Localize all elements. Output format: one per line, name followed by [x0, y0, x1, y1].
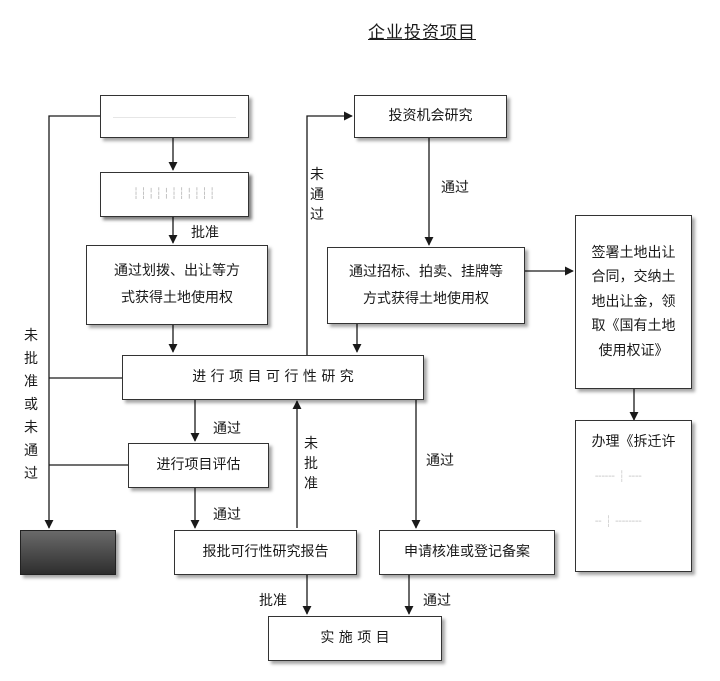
- label-passed-right: 通过: [426, 453, 454, 469]
- allocate-land-box: 通过划拨、出让等方 式获得土地使用权: [86, 245, 268, 325]
- project-evaluation-text: 进行项目评估: [156, 457, 241, 474]
- allocate-land-text: 通过划拨、出让等方 式获得土地使用权: [114, 263, 240, 306]
- investment-research-box: 投资机会研究: [354, 95, 507, 138]
- unclear-second-box: ┆┆╎┆╎┆┆╎┆┆┆: [100, 172, 249, 217]
- demolition-permit-text: 办理《拆迁许: [591, 434, 676, 450]
- arrow-left-loop: [44, 115, 100, 529]
- approval-report-box: 报批可行性研究报告: [174, 530, 357, 575]
- bidding-land-box: 通过招标、拍卖、挂牌等 方式获得土地使用权: [327, 247, 525, 324]
- label-passed-bottom: 通过: [423, 593, 451, 609]
- diagram-title: 企业投资项目: [368, 23, 476, 43]
- project-evaluation-box: 进行项目评估: [128, 443, 269, 488]
- feasibility-study-text: 进 行 项 目 可 行 性 研 究: [192, 369, 354, 386]
- blurred-text: ┆┆╎┆╎┆┆╎┆┆┆: [132, 187, 217, 201]
- approve-register-box: 申请核准或登记备案: [379, 530, 555, 575]
- faint-text-1: ╌╌╌ ┆ ╌╌: [595, 470, 642, 483]
- investment-research-text: 投资机会研究: [388, 108, 473, 125]
- land-contract-box: 签署土地出让 合同，交纳土 地出让金，领 取《国有土地 使用权证》: [575, 215, 692, 389]
- arrow-not-passed-to-research: [306, 111, 353, 355]
- bidding-land-text: 通过招标、拍卖、挂牌等 方式获得土地使用权: [349, 263, 503, 307]
- faint-text-2: ╌ ┆ ╌╌╌╌: [595, 515, 642, 528]
- demolition-permit-box: 办理《拆迁许: [575, 420, 692, 572]
- label-approved-bottom: 批准: [259, 593, 287, 609]
- label-passed-eval: 通过: [213, 421, 241, 437]
- label-not-approved-mid: 未 批 准: [304, 436, 318, 492]
- label-passed-report: 通过: [213, 507, 241, 523]
- land-contract-text: 签署土地出让 合同，交纳土 地出让金，领 取《国有土地 使用权证》: [591, 244, 676, 359]
- implement-project-box: 实 施 项 目: [268, 616, 442, 661]
- implement-project-text: 实 施 项 目: [320, 630, 390, 647]
- label-not-passed-top: 未 通 过: [310, 167, 324, 223]
- feasibility-study-box: 进 行 项 目 可 行 性 研 究: [122, 355, 424, 400]
- dark-redacted-box: [20, 530, 116, 575]
- approve-register-text: 申请核准或登记备案: [404, 544, 530, 561]
- label-approved-1: 批准: [191, 225, 219, 241]
- approval-report-text: 报批可行性研究报告: [202, 544, 329, 561]
- unclear-top-box: [100, 95, 249, 138]
- label-passed-research: 通过: [441, 180, 469, 196]
- label-not-approved-left: 未 批 准 或 未 通 过: [24, 328, 38, 482]
